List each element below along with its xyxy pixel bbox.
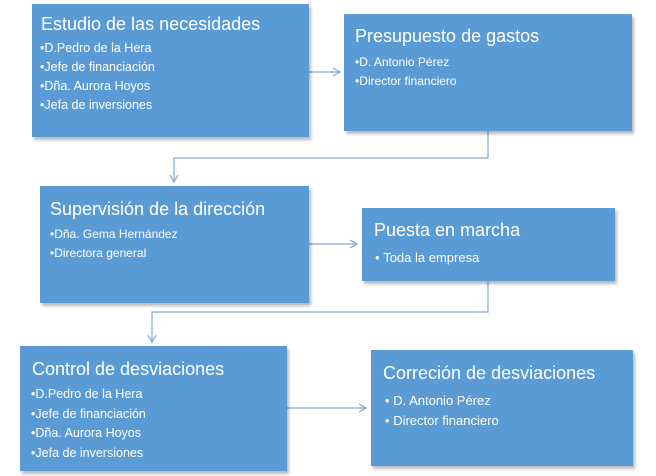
box-puesta-en-marcha: Puesta en marcha • Toda la empresa [362,208,615,281]
list-item: •Dña. Gema Hernández [50,227,178,241]
box-estudio-necesidades: Estudio de las necesidades •D.Pedro de l… [32,4,309,137]
box-title: Correción de desviaciones [383,363,596,383]
box-supervision-direccion: Supervisión de la dirección •Dña. Gema H… [40,186,309,303]
list-item: • D. Antonio Pérez [385,393,491,408]
list-item: •Dña. Aurora Hoyos [31,426,141,440]
list-item: •D.Pedro de la Hera [40,41,152,55]
arrow-presupuesto-to-supervision [169,131,489,184]
list-item: •Jefa de inversiones [40,98,153,112]
box-title: Supervisión de la dirección [50,199,266,219]
list-item: •Jefe de financiación [31,406,146,421]
list-item: •Director financiero [355,74,457,88]
arrow-puesta-to-control [147,281,489,344]
list-item: •Jefa de inversiones [31,445,144,460]
box-control-desviaciones: Control de desviaciones •D.Pedro de la H… [20,346,287,471]
list-item: •Jefe de financiación [40,60,155,74]
list-item: • Director financiero [385,413,499,428]
box-title: Estudio de las necesidades [41,14,261,34]
box-presupuesto-gastos: Presupuesto de gastos •D. Antonio Pérez … [344,14,632,131]
list-item: •D. Antonio Pérez [355,55,450,69]
box-title: Puesta en marcha [374,220,521,240]
box-title: Control de desviaciones [32,359,225,379]
box-title: Presupuesto de gastos [355,26,540,46]
list-item: •D.Pedro de la Hera [31,387,143,401]
box-correcion-desviaciones: Correción de desviaciones • D. Antonio P… [371,350,633,466]
list-item: •Directora general [50,246,147,260]
list-item: •Dña. Aurora Hoyos [40,79,150,93]
list-item: • Toda la empresa [375,250,480,265]
